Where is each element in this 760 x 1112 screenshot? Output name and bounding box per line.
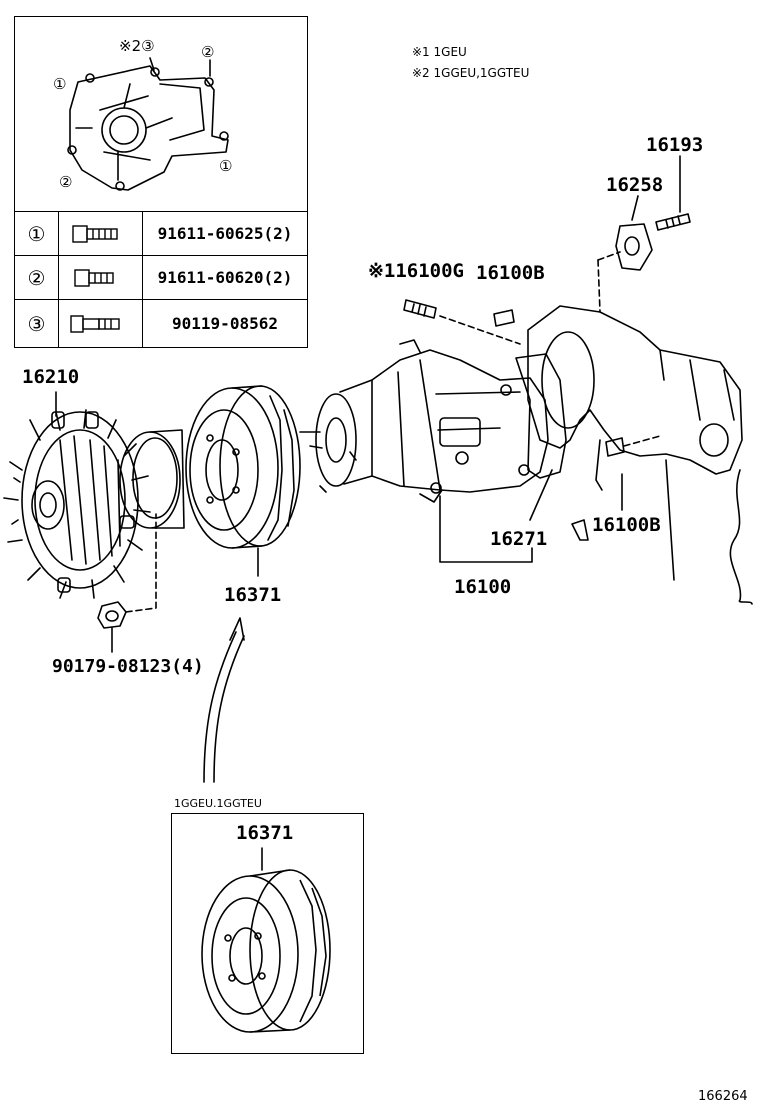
gasket-drawing: [515, 353, 589, 541]
lower-box-caption: 1GGEU.1GGTEU: [174, 797, 262, 810]
legend-row: ② 91611-60620(2): [15, 255, 307, 299]
part-label-stud-top: 16193: [646, 134, 704, 156]
part-label-dowel-top: 16100B: [476, 262, 545, 284]
legend-row: ① 91611-60625(2): [15, 211, 307, 255]
legend-symbol: ②: [15, 256, 59, 299]
legend-symbol: ①: [15, 212, 59, 255]
bolt-icon: [59, 212, 143, 255]
bolt-legend-inset: ※2③ ① ② ② ① ① 91611-60625(2) ② 91611-606…: [14, 16, 308, 348]
inset-circle-label: ①: [219, 157, 233, 175]
part-label-stud-g: ※116100G: [368, 260, 464, 282]
part-label-alt-pulley: 16371: [236, 822, 294, 844]
legend-part-number: 90119-08562: [172, 314, 278, 333]
dowel-right-drawing: [605, 437, 625, 457]
part-label-fan-clutch: 16210: [22, 366, 80, 388]
part-label-gasket: 16271: [490, 528, 548, 550]
inset-callout-top: ※2③: [119, 37, 155, 55]
bolt-icon: [59, 256, 143, 299]
engine-cover-drawing: [527, 305, 753, 605]
pulley-drawing: [185, 385, 301, 549]
inset-pump-outline: [67, 57, 229, 191]
note-1ggeu: ※2 1GGEU,1GGTEU: [412, 66, 530, 80]
stud-g-drawing: [403, 299, 437, 319]
part-label-dowel-right: 16100B: [592, 514, 661, 536]
inset-circle-label: ②: [59, 173, 73, 191]
part-label-gasket-plate: 16258: [606, 174, 664, 196]
inset-circle-label: ②: [201, 43, 215, 61]
legend-row: ③ 90119-08562: [15, 299, 307, 347]
stud-top-drawing: [655, 213, 691, 231]
alternate-pulley-box: [171, 813, 364, 1054]
legend-part-number: 91611-60625(2): [157, 224, 293, 243]
part-label-nut: 90179-08123(4): [52, 656, 204, 677]
part-label-pulley: 16371: [224, 584, 282, 606]
legend-part-number: 91611-60620(2): [157, 268, 293, 287]
gasket-plate-drawing: [615, 223, 653, 271]
dowel-top-drawing: [493, 309, 515, 327]
bolt-icon: [59, 300, 143, 347]
fan-clutch-drawing: [3, 409, 185, 599]
legend-symbol: ③: [15, 300, 59, 347]
figure-number: 166264: [698, 1089, 748, 1104]
lower-pulley-drawing: [201, 869, 331, 1033]
note-1geu: ※1 1GEU: [412, 45, 467, 59]
water-pump-drawing: [299, 339, 549, 503]
part-label-water-pump: 16100: [454, 576, 512, 598]
nut-drawing: [97, 601, 127, 629]
inset-circle-label: ①: [53, 75, 67, 93]
